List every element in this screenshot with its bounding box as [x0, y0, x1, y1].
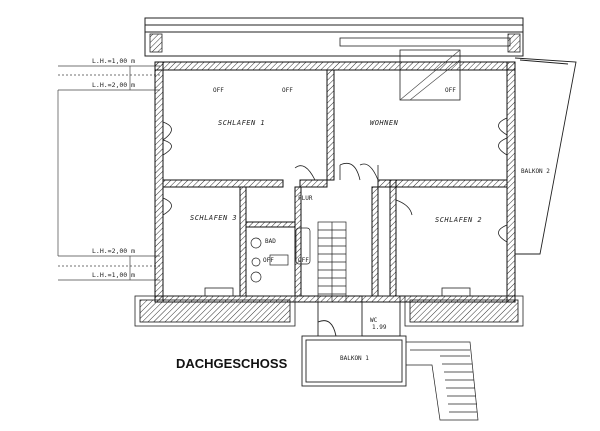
roof-outline — [144, 17, 524, 57]
room-label-schlafen1: SCHLAFEN 1 — [218, 119, 265, 127]
balkon1-outline — [301, 295, 407, 387]
window-label: OFF — [445, 87, 456, 94]
wc-area: 1.99 — [372, 324, 387, 331]
room-label-bad: BAD — [265, 238, 276, 245]
south-balconies — [134, 295, 524, 327]
room-label-balkon2: BALKON 2 — [521, 168, 550, 175]
stair — [317, 221, 347, 303]
bath-fixtures — [250, 227, 311, 283]
external-stair — [406, 341, 479, 421]
room-label-flur: FLUR — [298, 195, 313, 202]
outer-walls — [154, 61, 516, 303]
room-label-schlafen3: SCHLAFEN 3 — [190, 214, 237, 222]
headroom-label: L.H.=1,00 m — [92, 271, 135, 279]
room-label-wc: WC — [370, 317, 378, 324]
room-label-wohnen: WOHNEN — [370, 119, 399, 127]
floor-title: DACHGESCHOSS — [176, 356, 288, 371]
doors — [162, 117, 508, 243]
room-label-schlafen2: SCHLAFEN 2 — [435, 216, 482, 224]
window-label: OFF — [213, 87, 224, 94]
headroom-label: L.H.=2,00 m — [92, 247, 135, 255]
window-label: OFF — [282, 87, 293, 94]
interior-walls — [162, 69, 508, 297]
room-label-balkon1: BALKON 1 — [340, 355, 369, 362]
window-label: OFF — [263, 257, 274, 264]
balkon2-outline — [514, 57, 577, 255]
window-label: OFF — [298, 257, 309, 264]
headroom-label: L.H.=1,00 m — [92, 57, 135, 65]
headroom-label: L.H.=2,00 m — [92, 81, 135, 89]
headroom-lines — [57, 65, 160, 281]
